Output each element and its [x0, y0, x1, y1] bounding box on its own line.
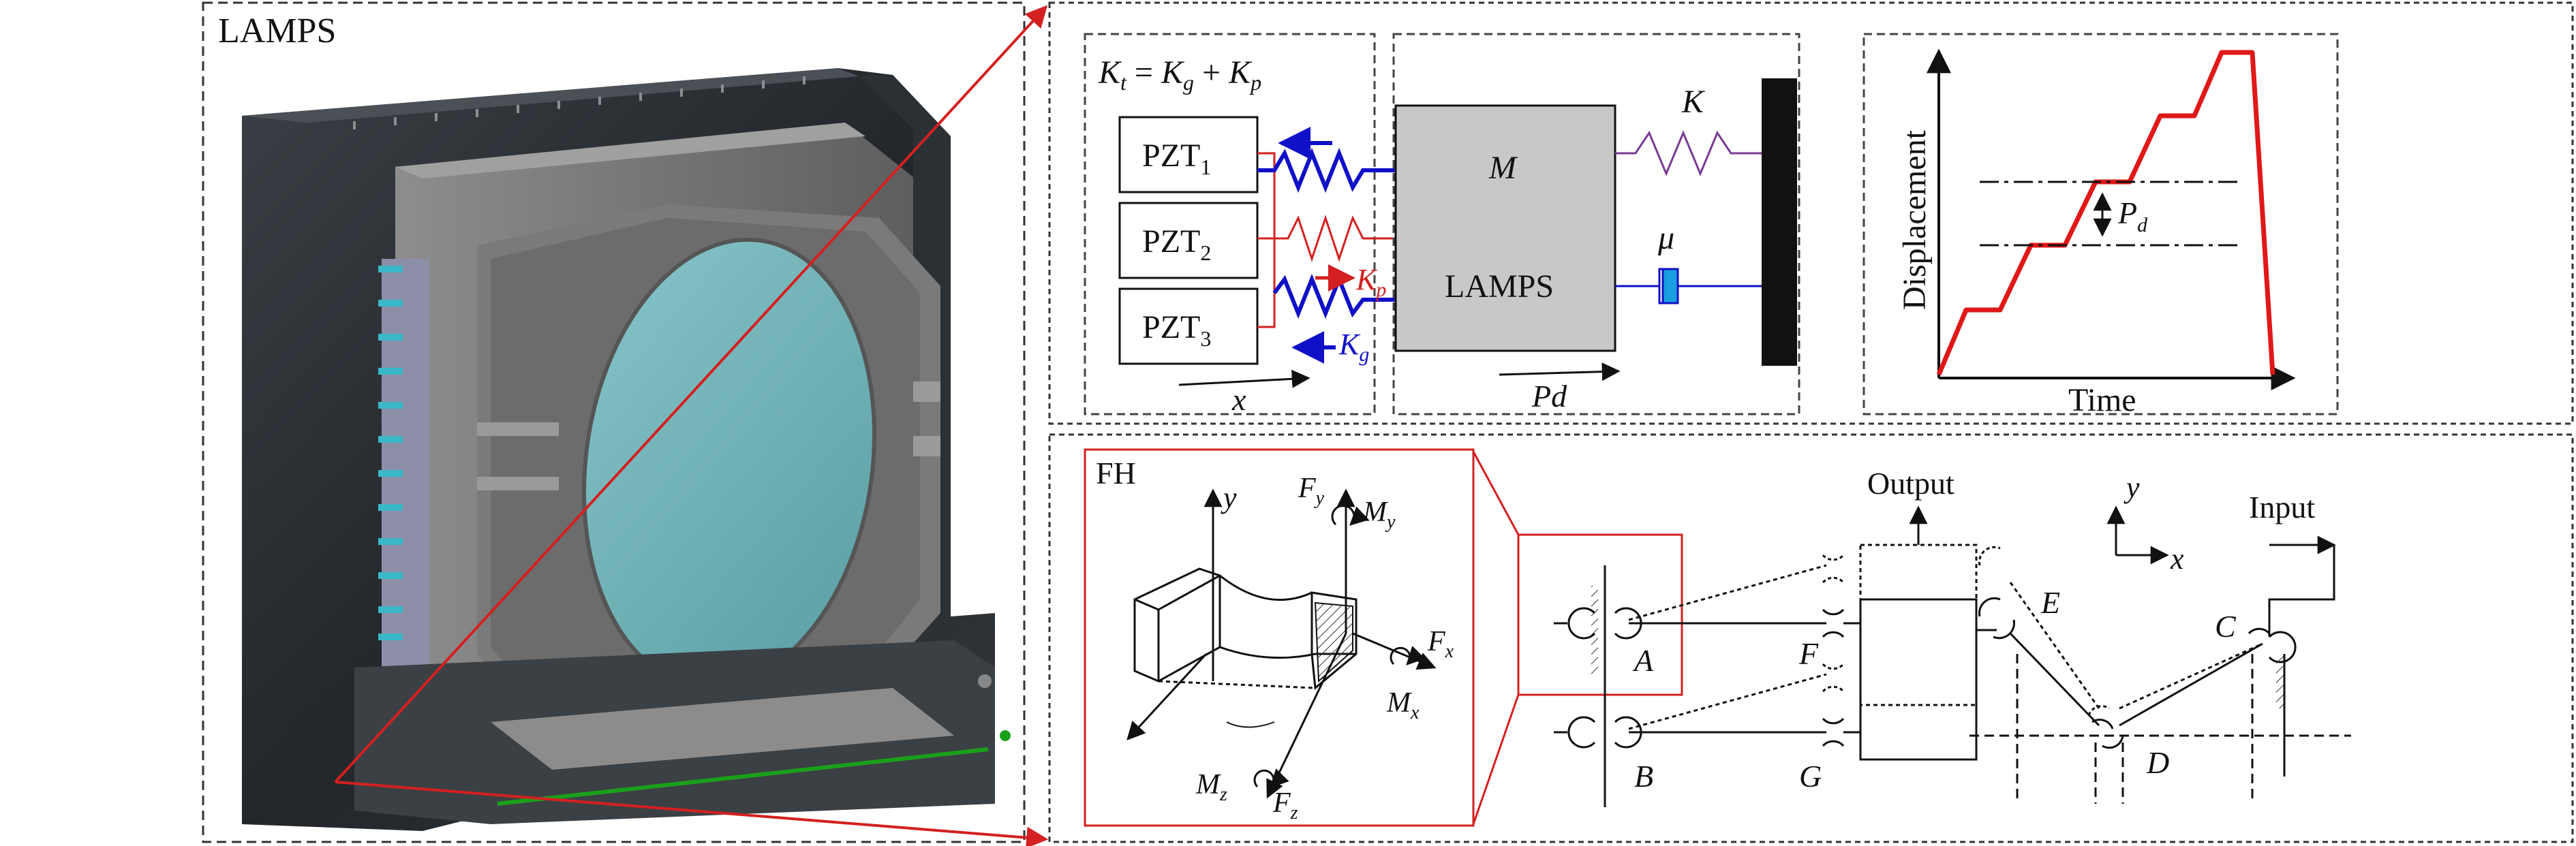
pzt-red-connector — [1257, 152, 1396, 328]
hinge-label-D: D — [2146, 745, 2169, 780]
pzt-box-3: PZT3 — [1118, 287, 1259, 365]
stiffness-equation: Kt = Kg + Kp — [1098, 54, 1261, 95]
hinge-label-F: F — [1798, 636, 1819, 671]
hinge-C — [2248, 627, 2297, 663]
pzt-box-1: PZT1 — [1118, 116, 1259, 193]
zoom-lines — [334, 5, 1049, 846]
x-label: x — [1231, 382, 1246, 417]
fh-zoom-lines — [1472, 451, 1683, 825]
output-platform — [1859, 598, 1978, 761]
fh-detail: FH y Fy My Fx Mx Mz Fz — [1084, 448, 1475, 827]
mx-label: Mx — [1386, 687, 1420, 723]
pzt-blue-springs — [1257, 147, 1396, 319]
pd-label: Pd — [1531, 379, 1567, 413]
lamps-panel-border — [202, 1, 1026, 843]
damper-label: μ — [1657, 220, 1674, 256]
mechanism-schematic — [1554, 505, 2351, 807]
input-label: Input — [2249, 490, 2315, 524]
mechanism-labels: Output Input y x A B C D E F G — [1632, 466, 2315, 794]
mass-symbol: M — [1488, 150, 1518, 186]
spring-label: K — [1681, 84, 1706, 120]
output-label: Output — [1867, 466, 1954, 501]
mass-block — [1394, 104, 1616, 352]
hinge-F — [1822, 554, 1845, 638]
hinge-G — [1822, 663, 1845, 747]
step-plot-subpanel: Displacement Time Pd — [1862, 33, 2339, 418]
hinge-label-B: B — [1634, 759, 1653, 794]
coord-x-label: x — [2170, 542, 2184, 576]
hinge-label-E: E — [2040, 585, 2060, 620]
svg-text:PZT3: PZT3 — [1142, 309, 1211, 351]
kg-label: Kg — [1338, 328, 1369, 366]
hinge-D — [2087, 705, 2124, 749]
fy-label: Fy — [1298, 473, 1325, 509]
step-curve — [1936, 50, 2275, 376]
top-right-panel-border — [1048, 1, 2574, 425]
plot-pd-label: Pd — [2117, 195, 2148, 236]
fz-label: Fz — [1272, 787, 1298, 824]
fx-label: Fx — [1427, 626, 1454, 662]
mass-subpanel: M LAMPS K μ Pd — [1392, 33, 1800, 416]
svg-text:PZT2: PZT2 — [1142, 223, 1211, 265]
my-label: My — [1362, 497, 1396, 533]
wall-spring — [1615, 130, 1762, 176]
pzt-box-2: PZT2 — [1118, 202, 1259, 279]
mz-label: Mz — [1195, 769, 1227, 805]
sensor-pins — [378, 259, 429, 668]
coord-y-label: y — [2123, 471, 2140, 504]
mass-label: LAMPS — [1445, 268, 1554, 304]
hinge-E — [1978, 546, 2015, 640]
plot-ylabel: Displacement — [1897, 129, 1933, 310]
wall — [1762, 78, 1797, 366]
svg-text:PZT1: PZT1 — [1142, 138, 1211, 179]
lamps-title: LAMPS — [218, 12, 336, 50]
hinge-label-C: C — [2215, 609, 2237, 644]
lamps-panel: LAMPS — [202, 1, 1026, 843]
fh-y-label: y — [1221, 481, 1237, 514]
bottom-right-panel-border — [1048, 433, 2574, 843]
lamps-3d-model — [242, 68, 1011, 831]
lens — [584, 239, 874, 687]
hinge-label-A: A — [1632, 643, 1654, 678]
hinge-label-G: G — [1799, 759, 1822, 794]
plot-xlabel: Time — [2068, 382, 2136, 418]
kp-label: Kp — [1355, 263, 1386, 301]
damper — [1615, 268, 1762, 304]
pzt-subpanel: Kt = Kg + Kp PZT1 PZT2 PZT3 Kp Kg — [1084, 33, 1396, 417]
fh-title: FH — [1096, 456, 1136, 490]
